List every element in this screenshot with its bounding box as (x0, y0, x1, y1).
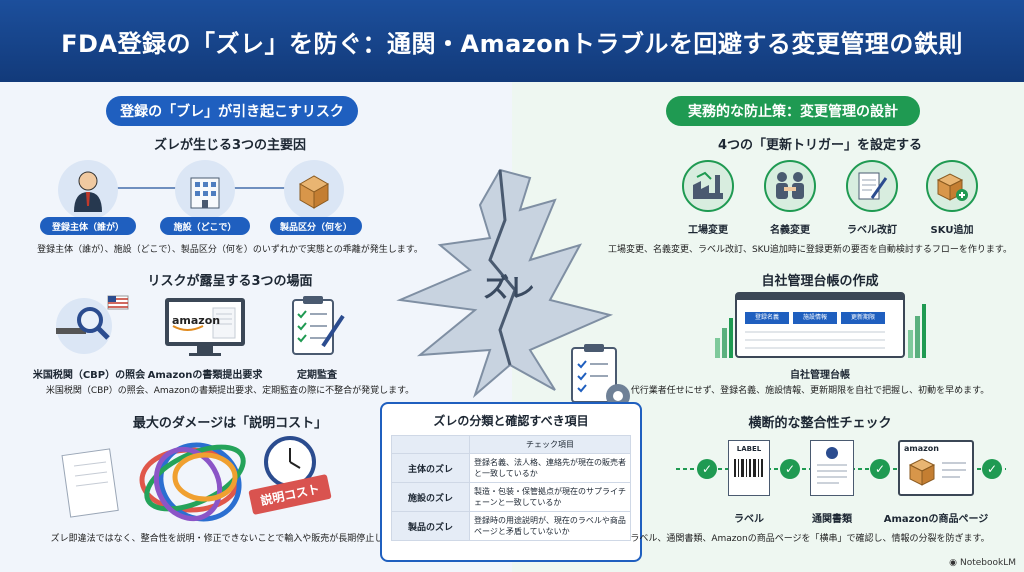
trigger-label-label: ラベル改訂 (847, 225, 897, 236)
scene-label-audit: 定期監査 (297, 370, 337, 381)
handshake-icon (764, 160, 816, 212)
label-document-icon: LABEL (728, 440, 770, 496)
clipboard-icon (287, 294, 347, 358)
notebook-logo-icon: ◉ (949, 558, 957, 568)
check-icon: ✓ (982, 459, 1002, 479)
magnifier-flag-icon (50, 292, 130, 358)
trigger-label-factory: 工場変更 (688, 225, 728, 236)
building-icon (175, 160, 235, 220)
table-row-check: 登録時の用途説明が、現在のラベルや商品ページと矛盾していないか (469, 511, 631, 541)
table-header-check: チェック項目 (469, 435, 631, 454)
bar-decoration-right (908, 304, 926, 358)
causes-title: ズレが生じる3つの主要因 (153, 138, 307, 153)
page-title: FDA登録の「ズレ」を防ぐ：通関・Amazonトラブルを回避する変更管理の鉄則 (61, 29, 963, 58)
left-section-pill: 登録の「ブレ」が引き起こすリスク (106, 96, 358, 126)
consistency-label-customs: 通関書類 (812, 514, 852, 525)
factory-icon (682, 160, 734, 212)
ledger-col-2: 施設情報 (793, 312, 837, 324)
consistency-caption: ラベル、通関書類、Amazonの商品ページを「横串」で確認し、情報の分裂を防ぎま… (630, 534, 990, 544)
box-plus-icon (926, 160, 978, 212)
ledger-title: 自社管理台帳の作成 (761, 274, 879, 289)
table-row-check: 登録名義、法人格、連絡先が現在の販売者と一致しているか (469, 453, 631, 483)
table-row-name: 施設のズレ (391, 482, 470, 512)
ledger-col-1: 登録名義 (745, 312, 789, 324)
ledger-col-3: 更新期限 (841, 312, 885, 324)
customs-document-icon (810, 440, 854, 496)
table-row: 製品のズレ 登録時の用途説明が、現在のラベルや商品ページと矛盾していないか (391, 511, 631, 541)
box-icon (284, 160, 344, 220)
crack-label: ズレ (483, 274, 536, 304)
footer-brand-text: NotebookLM (959, 558, 1016, 568)
table-row-name: 主体のズレ (391, 453, 470, 483)
classification-table-title: ズレの分類と確認すべき項目 (433, 414, 589, 428)
label-doc-text: LABEL (736, 445, 762, 453)
check-icon: ✓ (870, 459, 890, 479)
check-icon: ✓ (697, 459, 717, 479)
right-section-pill: 実務的な防止策：変更管理の設計 (666, 96, 920, 126)
triggers-caption: 工場変更、名義変更、ラベル改訂、SKU追加時に登録更新の要否を自動検討するフロー… (607, 245, 1013, 255)
amazon-page-icon: amazon (898, 440, 974, 496)
header-banner: FDA登録の「ズレ」を防ぐ：通関・Amazonトラブルを回避する変更管理の鉄則 (0, 0, 1024, 82)
classification-table: チェック項目 主体のズレ 登録名義、法人格、連絡先が現在の販売者と一致しているか… (391, 435, 631, 541)
table-row-check: 製造・包装・保管拠点が現在のサプライチェーンと一致しているか (469, 482, 631, 512)
scene-label-amazon: Amazonの書類提出要求 (147, 370, 263, 381)
amazon-page-text: amazon (904, 444, 939, 453)
label-pen-icon (846, 160, 898, 212)
table-row-name: 製品のズレ (391, 511, 470, 541)
classification-table-card: ズレの分類と確認すべき項目 チェック項目 主体のズレ 登録名義、法人格、連絡先が… (380, 402, 642, 562)
amazon-monitor-icon (163, 296, 247, 358)
ledger-dashboard-illustration: 登録名義 施設情報 更新期限 (735, 292, 905, 358)
tangle-clock-illustration (50, 432, 350, 528)
scenes-title: リスクが露呈する3つの場面 (147, 274, 313, 289)
crack-graphic (396, 168, 614, 399)
cause-badge-product: 製品区分（何を） (270, 217, 362, 235)
causes-caption: 登録主体（誰が）、施設（どこで）、製品区分（何を）のいずれかで実態との乖離が発生… (37, 245, 423, 255)
consistency-label-label: ラベル (734, 514, 764, 525)
triggers-title: 4つの「更新トリガー」を設定する (717, 138, 923, 153)
damage-caption: ズレ即違法ではなく、整合性を説明・修正できないことで輸入や販売が長期停止します。 (50, 534, 410, 544)
trigger-label-name: 名義変更 (770, 225, 810, 236)
consistency-title: 横断的な整合性チェック (748, 416, 892, 431)
amazon-logo-text: amazon (172, 314, 221, 327)
check-icon: ✓ (780, 459, 800, 479)
ledger-label: 自社管理台帳 (790, 370, 850, 381)
ledger-caption: 代行業者任せにせず、登録名義、施設情報、更新期限を自社で把握し、初動を早めます。 (630, 386, 990, 396)
person-icon (58, 160, 118, 220)
consistency-label-amazon: Amazonの商品ページ (883, 514, 989, 525)
scene-label-cbp: 米国税関（CBP）の照会 (32, 370, 146, 381)
footer-brand: ◉ NotebookLM (949, 558, 1016, 568)
scenes-caption: 米国税関（CBP）の照会、Amazonの書類提出要求、定期監査の際に不整合が発覚… (45, 386, 415, 396)
trigger-label-sku: SKU追加 (930, 225, 974, 236)
damage-title: 最大のダメージは「説明コスト」 (132, 416, 328, 431)
table-row: 施設のズレ 製造・包装・保管拠点が現在のサプライチェーンと一致しているか (391, 482, 631, 512)
table-row: 主体のズレ 登録名義、法人格、連絡先が現在の販売者と一致しているか (391, 453, 631, 483)
bar-decoration-left (715, 318, 733, 358)
cause-badge-facility: 施設（どこで） (160, 217, 250, 235)
table-header-blank (391, 435, 470, 454)
cause-badge-subject: 登録主体（誰が） (40, 217, 136, 235)
